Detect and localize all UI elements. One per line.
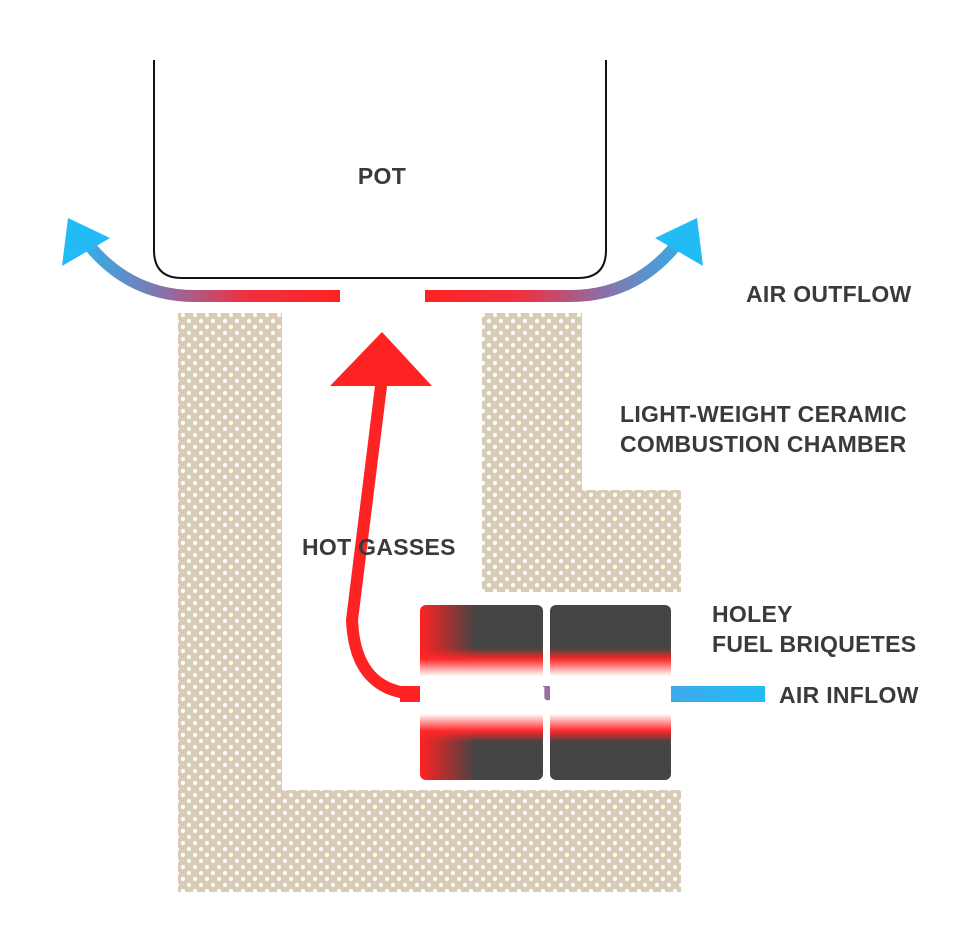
- hot-gasses-arrow: [346, 377, 421, 700]
- chamber-label-line2: COMBUSTION CHAMBER: [620, 431, 907, 457]
- fuel-label-line1: HOLEY: [712, 601, 793, 627]
- fuel-label-line2: FUEL BRIQUETES: [712, 631, 916, 657]
- combustion-glow-left: [420, 648, 543, 742]
- air-outflow-left-arrowhead: [62, 218, 110, 266]
- air-inflow-label: AIR INFLOW: [779, 682, 919, 708]
- air-outflow-left-arrow: [83, 240, 340, 302]
- ceramic-chamber-right-wall: [482, 313, 681, 592]
- hot-gasses-arrowhead: [330, 332, 432, 386]
- air-outflow-label: AIR OUTFLOW: [746, 281, 912, 307]
- air-outflow-right-arrowhead: [655, 218, 703, 266]
- ceramic-combustion-chamber: [178, 313, 681, 892]
- air-outflow-right-arrow: [425, 240, 682, 302]
- combustion-glow-right: [550, 648, 671, 742]
- chamber-label-line1: LIGHT-WEIGHT CERAMIC: [620, 401, 907, 427]
- pot: [153, 60, 607, 279]
- combustion-label: COMBUSTION: [469, 682, 626, 708]
- pot-label: POT: [358, 163, 406, 189]
- hot-gasses-label: HOT GASSES: [302, 534, 456, 560]
